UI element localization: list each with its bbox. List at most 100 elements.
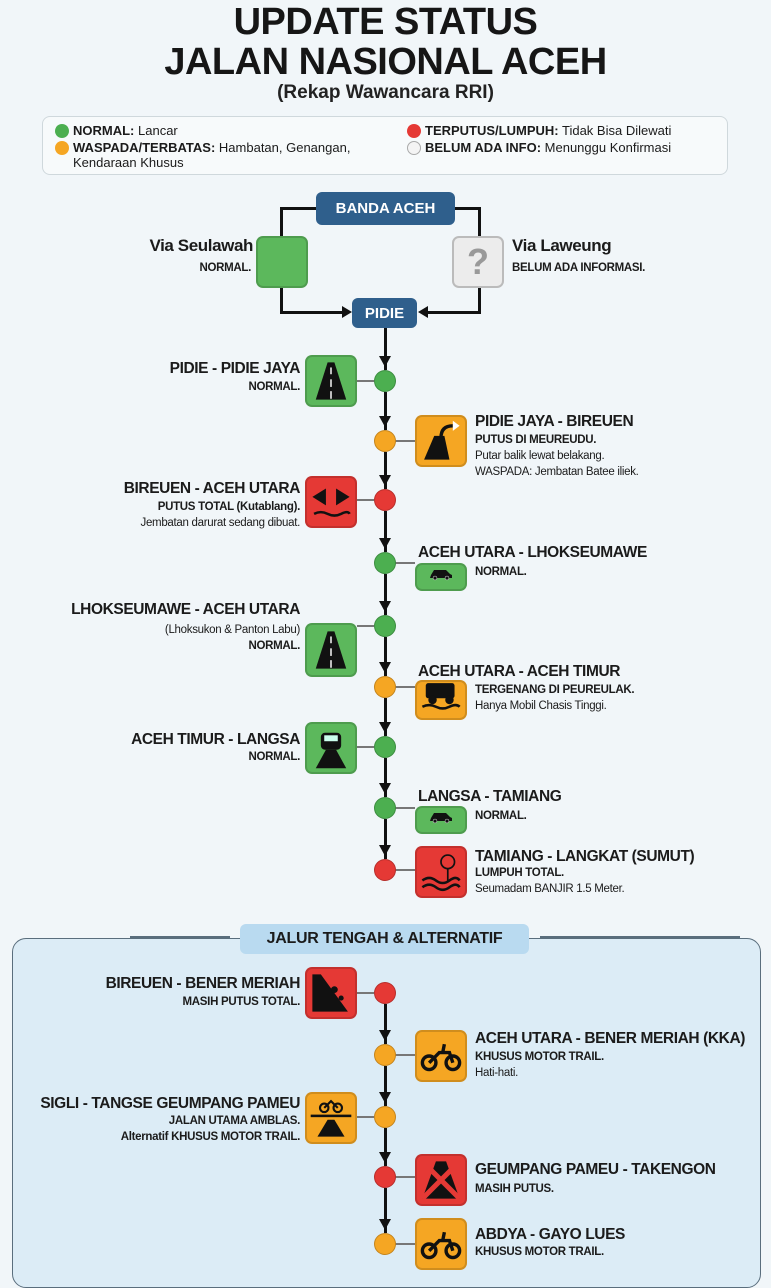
arrow-down-icon (379, 845, 391, 856)
segment-note: JALAN UTAMA AMBLAS. (168, 1115, 301, 1127)
connector-left-bottom (280, 311, 344, 314)
legend-terputus: TERPUTUS/LUMPUH: Tidak Bisa Dilewati (407, 123, 671, 138)
alternatif-heading: JALUR TENGAH & ALTERNATIF (240, 924, 529, 954)
connector-right-bottom (426, 311, 481, 314)
segment-note: (Lhoksukon & Panton Labu) (164, 624, 300, 636)
via-seulawah-title: Via Seulawah (149, 236, 253, 255)
status-node-normal (374, 370, 396, 392)
segment-note: WASPADA: Jembatan Batee iliek. (475, 466, 639, 478)
legend-label: NORMAL: (73, 123, 135, 138)
route-line (384, 637, 387, 676)
segment-title-sigli-tangse-geumpang-pameu: SIGLI - TANGSE GEUMPANG PAMEU (40, 1095, 300, 1112)
node-connector (395, 686, 415, 688)
status-node-normal (374, 552, 396, 574)
segment-title-pidie-jaya-bireuen: PIDIE JAYA - BIREUEN (475, 413, 634, 430)
route-line (384, 392, 387, 430)
segment-note: Seumadam BANJIR 1.5 Meter. (475, 883, 625, 895)
segment-note: MASIH PUTUS. (475, 1183, 554, 1195)
node-connector (395, 869, 415, 871)
route-line (384, 511, 387, 552)
route-line (384, 328, 387, 370)
node-connector (395, 440, 415, 442)
title-line-1: UPDATE STATUS (233, 1, 538, 43)
arrow-down-icon (379, 601, 391, 612)
status-node-waspada (374, 1233, 396, 1255)
segment-note: NORMAL. (475, 566, 527, 578)
node-connector (357, 625, 374, 627)
legend-desc: Menunggu Konfirmasi (544, 140, 672, 155)
title-line-2: JALAN NASIONAL ACEH (164, 41, 607, 83)
node-connector (357, 1116, 374, 1118)
segment-title-langsa-tamiang: LANGSA - TAMIANG (418, 788, 562, 805)
segment-title-abdya-gayo-lues: ABDYA - GAYO LUES (475, 1226, 625, 1243)
node-connector (357, 992, 374, 994)
segment-title-aceh-utara-lhokseumawe: ACEH UTARA - LHOKSEUMAWE (418, 544, 647, 561)
segment-title-bireuen-bener-meriah: BIREUEN - BENER MERIAH (105, 975, 301, 992)
green-dot-icon (55, 124, 69, 138)
legend: NORMAL: Lancar WASPADA/TERBATAS: Hambata… (42, 116, 728, 175)
arrow-down-icon (379, 538, 391, 549)
segment-title-lhokseumawe-aceh-utara: LHOKSEUMAWE - ACEH UTARA (71, 601, 300, 618)
segment-note: KHUSUS MOTOR TRAIL. (475, 1246, 604, 1258)
arrow-down-icon (379, 475, 391, 486)
road-closed-icon (415, 1154, 467, 1206)
alt-head-line-right (540, 936, 740, 938)
segment-note: Jembatan darurat sedang dibuat. (140, 517, 301, 529)
legend-label: BELUM ADA INFO: (425, 140, 542, 155)
status-node-waspada (374, 1044, 396, 1066)
route-line (384, 1004, 387, 1044)
segment-note: Alternatif KHUSUS MOTOR TRAIL. (120, 1131, 301, 1143)
car-road-icon (256, 236, 308, 288)
car-road-icon (305, 722, 357, 774)
legend-normal: NORMAL: Lancar (55, 123, 178, 138)
route-line (384, 819, 387, 859)
node-connector (395, 562, 415, 564)
route-line (384, 1066, 387, 1106)
segment-note: LUMPUH TOTAL. (475, 867, 564, 879)
segment-title-bireuen-aceh-utara: BIREUEN - ACEH UTARA (123, 480, 301, 497)
status-node-waspada (374, 1106, 396, 1128)
arrow-down-icon (379, 1030, 391, 1041)
motorbike-icon (415, 1030, 467, 1082)
arrow-down-icon (379, 416, 391, 427)
segment-title-aceh-utara-aceh-timur: ACEH UTARA - ACEH TIMUR (418, 663, 621, 680)
legend-desc: Hambatan, Genangan, Kendaraan Khusus (73, 140, 351, 170)
status-node-normal (374, 797, 396, 819)
node-connector (357, 746, 374, 748)
legend-desc: Tidak Bisa Dilewati (562, 123, 672, 138)
status-node-terputus (374, 489, 396, 511)
status-node-waspada (374, 676, 396, 698)
subtitle: (Rekap Wawancara RRI) (277, 82, 494, 103)
status-node-terputus (374, 859, 396, 881)
node-connector (357, 380, 374, 382)
alt-head-line-left (130, 936, 230, 938)
via-seulawah-status: NORMAL. (199, 262, 251, 274)
red-dot-icon (407, 124, 421, 138)
destination-pidie: PIDIE (352, 298, 417, 328)
segment-note: PUTUS TOTAL (Kutablang). (157, 501, 301, 513)
segment-note: NORMAL. (248, 381, 300, 393)
arrow-down-icon (379, 662, 391, 673)
arrow-down-icon (379, 783, 391, 794)
status-node-normal (374, 736, 396, 758)
orange-dot-icon (55, 141, 69, 155)
node-connector (357, 499, 374, 501)
segment-note: TERGENANG DI PEUREULAK. (475, 684, 635, 696)
origin-banda-aceh: BANDA ACEH (316, 192, 455, 225)
arrow-right-icon (342, 306, 352, 318)
status-node-terputus (374, 1166, 396, 1188)
arrow-down-icon (379, 1219, 391, 1230)
legend-waspada: WASPADA/TERBATAS: Hambatan, Genangan, Ke… (55, 140, 395, 170)
via-laweung-status: BELUM ADA INFORMASI. (512, 262, 646, 274)
question-icon: ? (452, 236, 504, 288)
segment-note: NORMAL. (248, 751, 300, 763)
status-node-normal (374, 615, 396, 637)
road-icon (305, 623, 357, 677)
segment-note: Putar balik lewat belakang. (475, 450, 605, 462)
route-line (384, 452, 387, 489)
flood-stop-icon (415, 846, 467, 898)
landslide-icon (305, 967, 357, 1019)
node-connector (395, 807, 415, 809)
detour-icon (415, 415, 467, 467)
arrow-down-icon (379, 722, 391, 733)
